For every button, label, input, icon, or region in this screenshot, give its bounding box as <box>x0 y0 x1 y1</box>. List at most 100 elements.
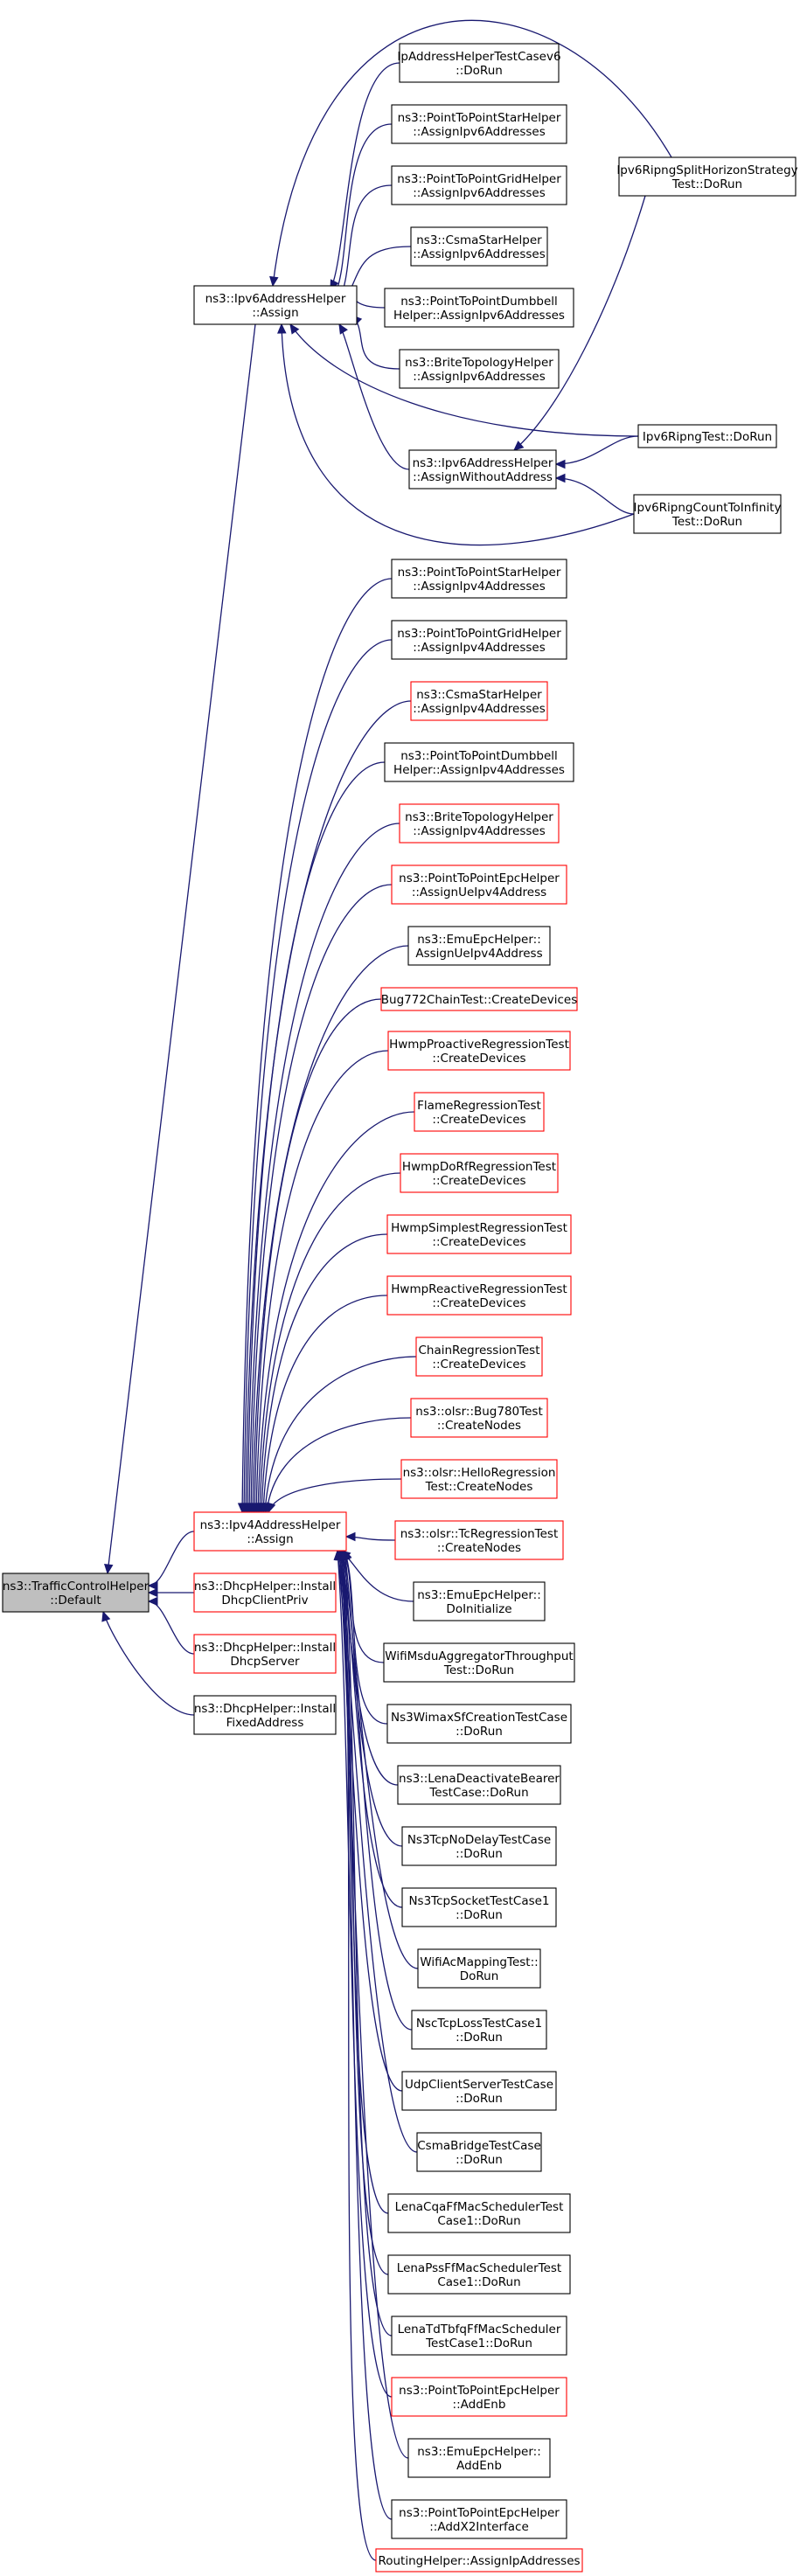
node-emu-ue[interactable]: ns3::EmuEpcHelper::AssignUeIpv4Address <box>407 926 551 966</box>
node-p2pgrid-v6[interactable]: ns3::PointToPointGridHelper::AssignIpv6A… <box>391 165 567 205</box>
node-label: Ipv6RipngCountToInfinity <box>634 501 782 515</box>
node-ipaddr-test-v6[interactable]: IpAddressHelperTestCasev6::DoRun <box>397 43 561 83</box>
edge-ripng-count-to-ipv6assign <box>277 323 635 546</box>
node-epc-x2[interactable]: ns3::PointToPointEpcHelper::AddX2Interfa… <box>391 2499 567 2539</box>
node-box <box>408 449 557 490</box>
node-p2pstar-v6[interactable]: ns3::PointToPointStarHelper::AssignIpv6A… <box>391 104 567 144</box>
node-brite-v4[interactable]: ns3::BriteTopologyHelper::AssignIpv4Addr… <box>399 803 560 844</box>
node-box <box>413 1581 546 1621</box>
edge-brite-v4-to-ipv4assign <box>248 823 400 1513</box>
node-label: Ipv6RipngTest::DoRun <box>643 430 772 444</box>
node-box <box>391 620 567 660</box>
node-ripng-test[interactable]: Ipv6RipngTest::DoRun <box>637 424 777 448</box>
node-hwmp-dorf[interactable]: HwmpDoRfRegressionTest::CreateDevices <box>400 1153 559 1193</box>
node-label: Helper::AssignIpv4Addresses <box>393 763 565 777</box>
node-label: DoRun <box>460 1969 499 1983</box>
node-hwmp-reactive[interactable]: HwmpReactiveRegressionTest::CreateDevice… <box>386 1275 572 1316</box>
node-label: ns3::BriteTopologyHelper <box>405 810 553 824</box>
node-label: ::CreateDevices <box>432 1235 525 1249</box>
node-olsr-bug780[interactable]: ns3::olsr::Bug780Test::CreateNodes <box>410 1398 548 1438</box>
node-csmastar-v6[interactable]: ns3::CsmaStarHelper::AssignIpv6Addresses <box>410 226 548 267</box>
node-hwmp-proactive[interactable]: HwmpProactiveRegressionTest::CreateDevic… <box>387 1031 571 1071</box>
node-label: ns3::Ipv6AddressHelper <box>205 292 346 306</box>
node-hwmp-simplest[interactable]: HwmpSimplestRegressionTest::CreateDevice… <box>386 1214 572 1254</box>
node-assign-without[interactable]: ns3::Ipv6AddressHelper::AssignWithoutAdd… <box>408 449 557 490</box>
node-box <box>400 1153 559 1193</box>
edge-ripng-test-to-ipv6assign <box>289 323 639 437</box>
node-box <box>387 2193 571 2233</box>
arrow-head <box>289 323 300 335</box>
node-ipv4assign[interactable]: ns3::Ipv4AddressHelper::Assign <box>193 1511 347 1552</box>
arrow-head <box>554 459 566 469</box>
node-p2pdumbbell-v6[interactable]: ns3::PointToPointDumbbellHelper::AssignI… <box>384 288 574 328</box>
node-flame[interactable]: FlameRegressionTest::CreateDevices <box>414 1092 545 1132</box>
node-udp-cs[interactable]: UdpClientServerTestCase::DoRun <box>401 2071 557 2111</box>
node-label: ::AssignIpv6Addresses <box>413 186 546 200</box>
node-label: ns3::PointToPointDumbbell <box>400 749 558 763</box>
node-label: CsmaBridgeTestCase <box>417 2139 541 2153</box>
node-box <box>400 1459 558 1499</box>
node-bug772[interactable]: Bug772ChainTest::CreateDevices <box>380 987 578 1011</box>
node-csmastar-v4[interactable]: ns3::CsmaStarHelper::AssignIpv4Addresses <box>410 681 548 721</box>
edge-csmastar-v4-to-ipv4assign <box>240 700 412 1514</box>
node-box <box>387 1031 571 1071</box>
node-box <box>193 285 358 325</box>
node-box <box>401 1826 557 1866</box>
edge-assign-without-to-ipv6assign <box>338 323 410 470</box>
node-label: ::DoRun <box>456 2153 503 2167</box>
node-routing[interactable]: RoutingHelper::AssignIpAddresses <box>375 2548 583 2573</box>
node-ipv6assign[interactable]: ns3::Ipv6AddressHelper::Assign <box>193 285 358 325</box>
node-nsc-tcp[interactable]: NscTcpLossTestCase1::DoRun <box>411 2010 547 2050</box>
node-csma-bridge[interactable]: CsmaBridgeTestCase::DoRun <box>416 2132 542 2172</box>
node-label: NscTcpLossTestCase1 <box>416 2017 542 2031</box>
node-label: HwmpReactiveRegressionTest <box>391 1282 567 1296</box>
edge-p2pstar-v4-to-ipv4assign <box>237 578 393 1514</box>
node-chain[interactable]: ChainRegressionTest::CreateDevices <box>415 1337 543 1377</box>
node-epc-addenb[interactable]: ns3::PointToPointEpcHelper::AddEnb <box>391 2377 567 2417</box>
node-box <box>407 926 551 966</box>
node-label: ns3::olsr::HelloRegression <box>403 1466 556 1480</box>
node-olsr-tc[interactable]: ns3::olsr::TcRegressionTest::CreateNodes <box>394 1520 564 1560</box>
node-p2pgrid-v4[interactable]: ns3::PointToPointGridHelper::AssignIpv4A… <box>391 620 567 660</box>
node-label: ns3::LenaDeactivateBearer <box>399 1772 560 1786</box>
node-label: RoutingHelper::AssignIpAddresses <box>378 2554 580 2568</box>
node-p2pstar-v4[interactable]: ns3::PointToPointStarHelper::AssignIpv4A… <box>391 559 567 599</box>
node-emu-addenb[interactable]: ns3::EmuEpcHelper::AddEnb <box>407 2438 551 2478</box>
edge-ripng-test-to-assign-without <box>555 435 639 465</box>
node-wimax-sf[interactable]: Ns3WimaxSfCreationTestCase::DoRun <box>386 1704 572 1744</box>
arrow-head <box>267 1502 276 1514</box>
node-p2pdumbbell-v4[interactable]: ns3::PointToPointDumbbellHelper::AssignI… <box>384 742 574 782</box>
edge-ripng-split-to-assign-without <box>513 195 646 451</box>
node-tcp-nodelay[interactable]: Ns3TcpNoDelayTestCase::DoRun <box>401 1826 557 1866</box>
node-epc-ue[interactable]: ns3::PointToPointEpcHelper::AssignUeIpv4… <box>391 864 567 905</box>
node-label: ::AssignIpv4Addresses <box>413 580 546 594</box>
edge-emu-ue-to-ipv4assign <box>252 945 409 1513</box>
edge-epc-x2-to-ipv4assign <box>340 1550 393 2520</box>
edge-chain-to-ipv4assign <box>264 1356 417 1513</box>
edge-nsc-tcp-to-ipv4assign <box>344 1550 413 2031</box>
edge-routing-to-ipv4assign <box>342 1550 377 2561</box>
arrow-head <box>147 1596 158 1607</box>
edge-dhcp-fixed-to-root <box>101 1610 195 1716</box>
node-wifi-ac[interactable]: WifiAcMappingTest::DoRun <box>417 1948 541 1989</box>
edge-wimax-sf-to-ipv4assign <box>344 1550 388 1725</box>
node-box <box>401 1887 557 1927</box>
node-label: Test::DoRun <box>671 515 742 529</box>
node-brite-v6[interactable]: ns3::BriteTopologyHelper::AssignIpv6Addr… <box>399 349 560 389</box>
node-label: ::AssignIpv6Addresses <box>413 247 546 261</box>
node-emu-doinit[interactable]: ns3::EmuEpcHelper::DoInitialize <box>413 1581 546 1621</box>
node-root[interactable]: ns3::TrafficControlHelper::Default <box>2 1573 150 1613</box>
node-olsr-hello[interactable]: ns3::olsr::HelloRegressionTest::CreateNo… <box>400 1459 558 1499</box>
node-label: ::CreateDevices <box>432 1296 525 1310</box>
node-tcp-socket[interactable]: Ns3TcpSocketTestCase1::DoRun <box>401 1887 557 1927</box>
